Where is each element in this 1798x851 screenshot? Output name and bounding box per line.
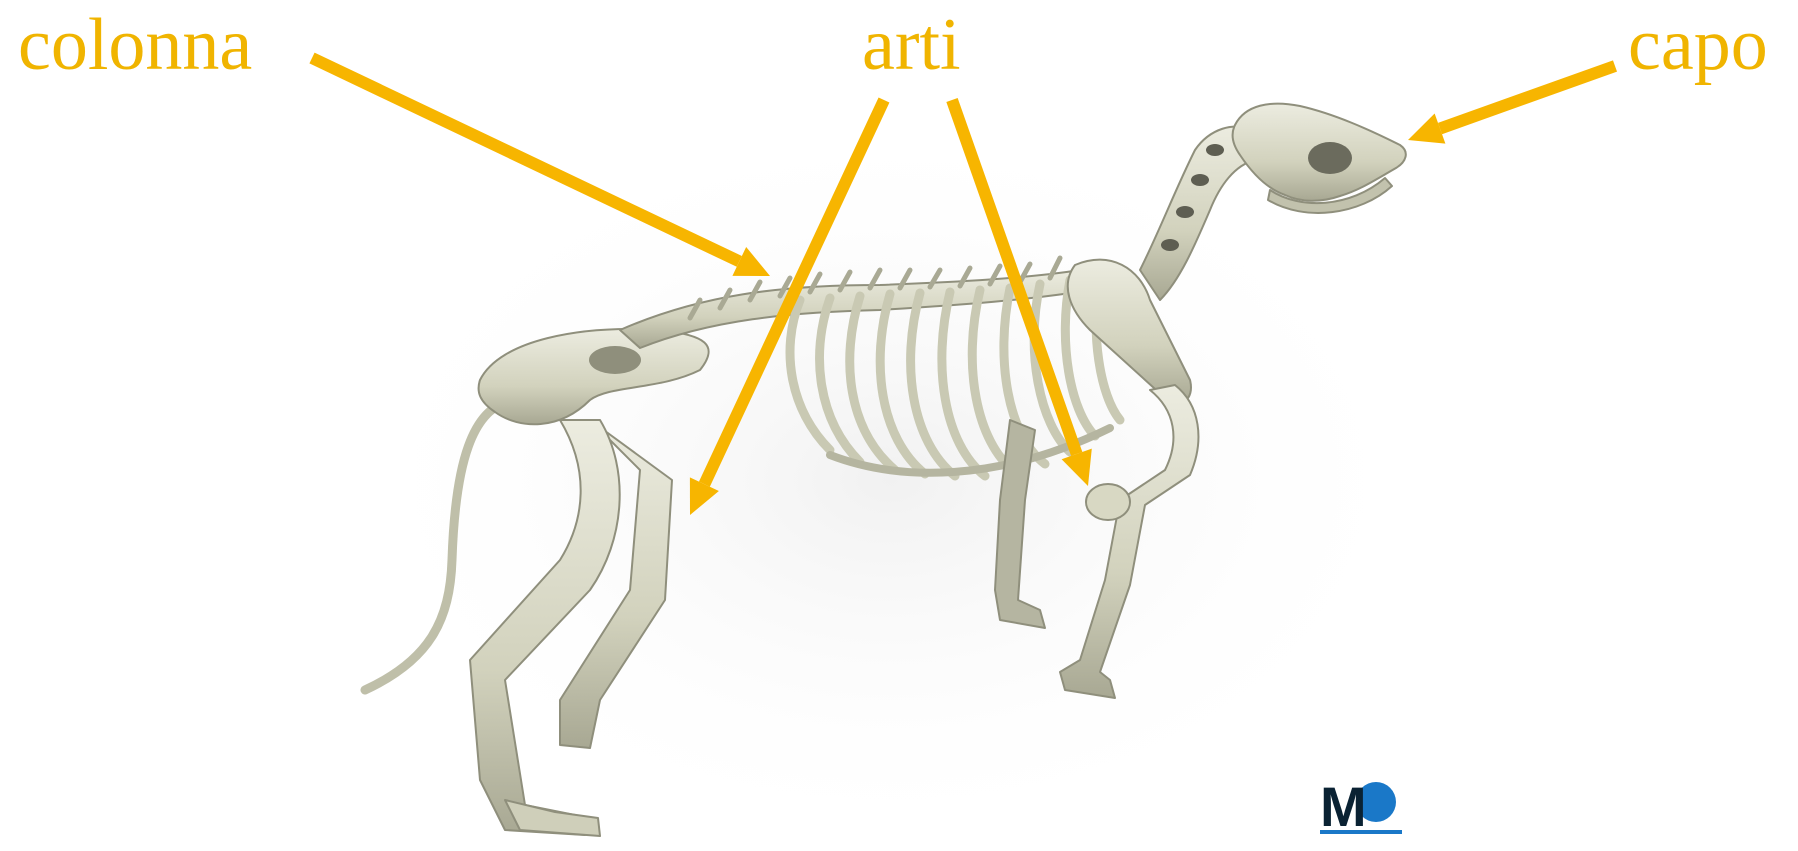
logo-letter: M — [1320, 775, 1367, 838]
pelvis-hole — [589, 346, 641, 374]
label-arti: arti — [862, 8, 961, 82]
elbow-joint — [1086, 484, 1130, 520]
label-colonna: colonna — [18, 8, 252, 82]
arrow-capo-to-skull-shaft — [1440, 66, 1615, 129]
logo-underline — [1320, 830, 1402, 834]
label-capo: capo — [1628, 8, 1768, 82]
arrow-capo-to-skull — [1408, 66, 1615, 144]
eye-socket — [1308, 142, 1352, 174]
